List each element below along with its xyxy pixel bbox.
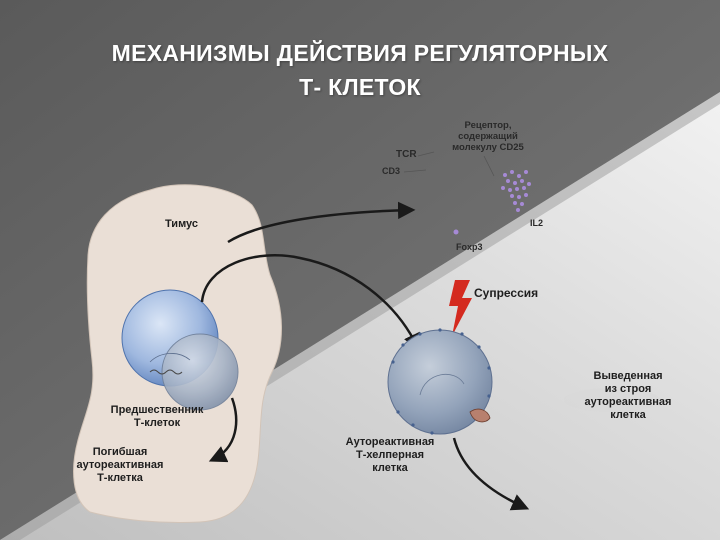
suppression-label: Супрессия [474, 287, 538, 300]
precursor-label: Предшественник Т-клеток [92, 404, 222, 430]
dead-cell-label-line-1: Погибшая [60, 446, 180, 459]
dead-cell-label: Погибшая аутореактивная Т-клетка [60, 446, 180, 485]
dead-cell-label-line-2: аутореактивная [60, 459, 180, 472]
il2-dots [501, 170, 531, 212]
cd3-label: CD3 [382, 166, 400, 177]
receptor-label-line-1: Рецептор, [428, 120, 548, 131]
helper-label-line-2: Т-хелперная [330, 449, 450, 462]
precursor-label-line-1: Предшественник [92, 404, 222, 417]
removed-label-line-1: Выведенная [568, 370, 688, 383]
il2-label: IL2 [530, 218, 543, 229]
arrow-to-removed-cell [454, 438, 526, 508]
foxp3-label: Foxp3 [456, 242, 483, 253]
removed-label-line-2: из строя [568, 383, 688, 396]
foxp3-dot [454, 230, 459, 235]
helper-label-line-3: клетка [330, 462, 450, 475]
cd3-leader-line [404, 170, 426, 172]
removed-label-line-3: аутореактивная [568, 396, 688, 409]
receptor-label-line-3: молекулу CD25 [428, 142, 548, 153]
helper-label-line-1: Аутореактивная [330, 436, 450, 449]
removed-cell-label: Выведенная из строя аутореактивная клетк… [568, 370, 688, 422]
suppression-lightning-icon [449, 280, 472, 336]
thymus-label: Тимус [165, 218, 198, 231]
removed-label-line-4: клетка [568, 409, 688, 422]
precursor-label-line-2: Т-клеток [92, 417, 222, 430]
helper-cell-label: Аутореактивная Т-хелперная клетка [330, 436, 450, 475]
tcr-label: TCR [396, 149, 417, 160]
receptor-leader-line [484, 156, 494, 176]
receptor-label-line-2: содержащий [428, 131, 548, 142]
receptor-label: Рецептор, содержащий молекулу CD25 [428, 120, 548, 153]
dead-cell-label-line-3: Т-клетка [60, 472, 180, 485]
